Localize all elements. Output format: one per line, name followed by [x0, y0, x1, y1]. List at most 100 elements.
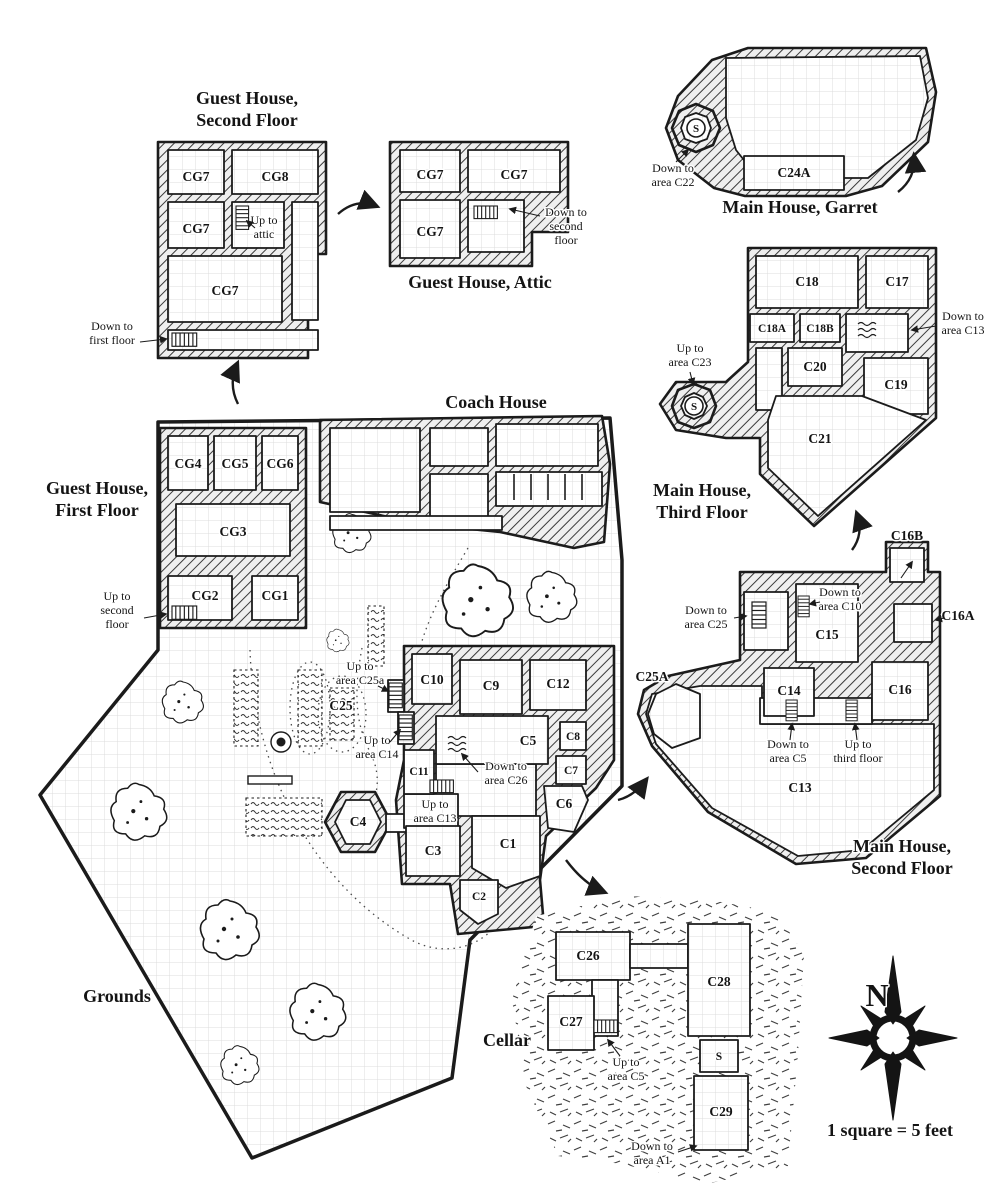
coach-room	[429, 473, 489, 521]
garret-room	[725, 55, 929, 179]
garden-path	[356, 647, 378, 801]
compass-ring	[869, 1014, 917, 1062]
attic-title: Guest House, Attic	[408, 272, 552, 292]
garden-bed	[245, 797, 323, 837]
annotation-arrow	[733, 613, 748, 621]
coach-corridor	[329, 515, 503, 531]
room-label-cg7: CG7	[183, 169, 210, 184]
room-label-c17: C17	[885, 274, 908, 289]
garden-bed	[297, 669, 323, 747]
room-label-cg7: CG7	[417, 167, 444, 182]
main-house-third-floor: C18 C17 C18A C18B C20 C19 C21 Up to area…	[651, 246, 986, 551]
room-label-cg3: CG3	[220, 524, 247, 539]
spiral-stairs-icon	[686, 118, 706, 138]
annotation-up-second: floor	[105, 617, 128, 631]
annotation-down-a1: Down to	[631, 1139, 673, 1153]
annotation-down-c5: Down to	[767, 737, 809, 751]
annotation-down-c5: area C5	[770, 751, 807, 765]
annotation-down-c22: area C22	[652, 175, 695, 189]
annotation-down-c10: Down to	[819, 585, 861, 599]
room-c8	[559, 721, 587, 751]
annotation-down-second: Down to	[545, 205, 587, 219]
annotation-up-c13: Up to	[422, 797, 449, 811]
annotation-down-c13: area C13	[942, 323, 985, 337]
room-label-c16: C16	[888, 682, 911, 697]
annotation-arrow	[139, 335, 168, 344]
room-cg3	[175, 503, 291, 557]
annotation-arrow	[851, 722, 860, 741]
room-label-cg8: CG8	[262, 169, 289, 184]
room-label-c5: C5	[520, 733, 537, 748]
room-label-cg4: CG4	[175, 456, 202, 471]
mh3-title: Main House,	[653, 480, 751, 500]
coach-stalls	[495, 471, 603, 507]
room-label-c16a: C16A	[942, 608, 975, 623]
room-label-c9: C9	[483, 678, 500, 693]
exit-arrow-icon	[900, 560, 913, 579]
stairs-icon	[398, 714, 413, 741]
room-label-c7: C7	[564, 765, 578, 777]
room-label-c18: C18	[795, 274, 818, 289]
bench	[247, 775, 293, 785]
mh3-title: Third Floor	[656, 502, 748, 522]
annotation-down-c13: Down to	[942, 309, 984, 323]
room-label-c11: C11	[409, 766, 428, 778]
garden-planter	[367, 605, 385, 667]
room-cg8	[231, 149, 319, 195]
annotation-up-attic: attic	[254, 227, 275, 241]
room-c17	[865, 255, 929, 309]
stairs-icon	[429, 779, 454, 794]
annotation-down-c25: Down to	[685, 603, 727, 617]
room-c29	[693, 1075, 749, 1151]
gh2-corridor	[291, 201, 319, 321]
coach-hall	[329, 427, 421, 513]
annotation-down-c22: Down to	[652, 161, 694, 175]
room-label-c16b: C16B	[891, 528, 923, 543]
cellar: C26 C27 C28 C29 S Up to area C5 Down to …	[482, 859, 804, 1184]
annotation-up-c5: area C5	[608, 1069, 645, 1083]
stairs-icon	[845, 699, 858, 722]
annotation-up-attic: Up to	[251, 213, 278, 227]
garret-title: Main House, Garret	[722, 197, 877, 217]
annotation-arrow	[934, 614, 945, 623]
annotation-up-c14: Up to	[364, 733, 391, 747]
cellar-title: Cellar	[483, 1030, 531, 1050]
coach-house-title: Coach House	[445, 392, 547, 412]
gh2-title: Guest House,	[196, 88, 298, 108]
annotation-down-first: first floor	[89, 333, 135, 347]
compass-west-spike	[828, 1029, 880, 1047]
main-house-second-floor: C16B C16A C15 C14 C16 C13 C25A Down to a…	[617, 527, 976, 880]
room-label-cg7: CG7	[212, 283, 239, 298]
room-cg7	[467, 149, 561, 193]
room-cg4	[167, 435, 209, 491]
annotation-arrow	[787, 722, 796, 741]
room-label-cg6: CG6	[267, 456, 294, 471]
stairs-icon	[785, 699, 798, 722]
annotation-up-c25a: Up to	[347, 659, 374, 673]
mh3-stair-room	[845, 313, 909, 353]
compass-north-spike	[884, 955, 902, 1025]
annotation-down-c26: area C26	[485, 773, 528, 787]
room-c3	[405, 825, 461, 877]
annotation-up-second: Up to	[104, 589, 131, 603]
annotation-up-c25a: area C25a	[336, 673, 385, 687]
room-label-cg7: CG7	[417, 224, 444, 239]
room-label-c19: C19	[884, 377, 907, 392]
annotation-arrow	[245, 219, 256, 229]
garden-bed-c25	[329, 687, 355, 741]
garden-path	[249, 649, 509, 950]
gh1-title: First Floor	[55, 500, 138, 520]
cellar-corridor	[629, 943, 689, 969]
room-cg5	[213, 435, 257, 491]
flow-arrow-up	[897, 151, 927, 193]
room-c27	[547, 995, 595, 1051]
room-c21	[767, 395, 927, 517]
annotation-down-second: floor	[554, 233, 577, 247]
stairs-icon	[171, 332, 198, 347]
annotation-down-c10: area C10	[819, 599, 862, 613]
annotation-arrow	[607, 1038, 621, 1057]
annotation-up-c14: area C14	[356, 747, 399, 761]
room-c4-floor	[334, 799, 382, 845]
annotation-up-c5: Up to	[613, 1055, 640, 1069]
room-label-c3: C3	[425, 843, 442, 858]
